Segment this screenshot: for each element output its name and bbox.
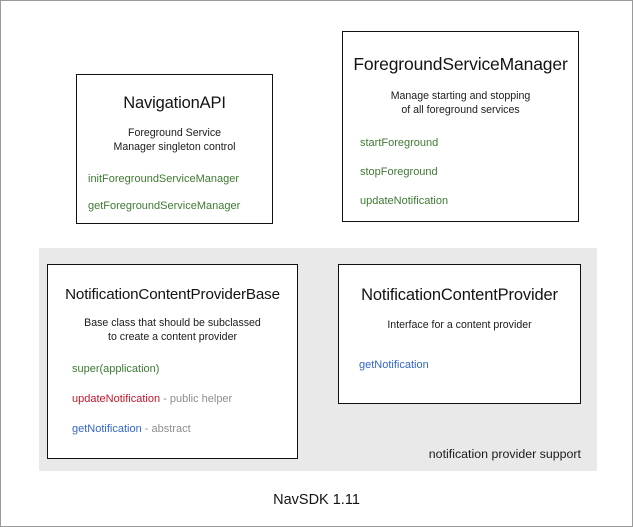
- description-line: Foreground Service: [127, 126, 222, 139]
- class-box-navigation-api[interactable]: NavigationAPI Foreground Service Manager…: [76, 74, 273, 224]
- member-suffix: - public helper: [160, 393, 233, 406]
- member-name: startForeground: [360, 137, 439, 150]
- class-box-notification-content-provider[interactable]: NotificationContentProvider Interface fo…: [338, 264, 581, 404]
- class-box-foreground-service-manager[interactable]: ForegroundServiceManager Manage starting…: [342, 31, 579, 222]
- member-row[interactable]: getForegroundServiceManager: [88, 199, 272, 212]
- member-list-notification-content-provider-base: super(application) updateNotification - …: [48, 364, 297, 435]
- class-description-notification-content-provider-base: Base class that should be subclassed to …: [48, 317, 297, 345]
- class-title-notification-content-provider: NotificationContentProvider: [361, 286, 558, 304]
- description-line: Interface for a content provider: [387, 318, 532, 331]
- member-row[interactable]: super(application): [72, 364, 297, 375]
- member-name: getNotification: [72, 423, 142, 436]
- member-row[interactable]: initForegroundServiceManager: [88, 172, 272, 185]
- class-box-notification-content-provider-base[interactable]: NotificationContentProviderBase Base cla…: [47, 264, 298, 459]
- member-row[interactable]: updateNotification: [360, 196, 578, 207]
- group-panel-caption: notification provider support: [428, 447, 581, 461]
- member-row[interactable]: updateNotification - public helper: [72, 394, 297, 405]
- diagram-footer-label: NavSDK 1.11: [273, 492, 360, 508]
- member-row[interactable]: startForeground: [360, 138, 578, 149]
- member-suffix: - abstract: [141, 423, 191, 436]
- class-title-navigation-api: NavigationAPI: [123, 94, 226, 112]
- member-name: super(application): [72, 363, 160, 376]
- member-row[interactable]: getNotification: [359, 358, 580, 371]
- member-name: initForegroundServiceManager: [88, 172, 240, 185]
- description-line: of all foreground services: [401, 104, 520, 117]
- member-name: getNotification: [359, 358, 429, 371]
- member-list-notification-content-provider: getNotification: [339, 358, 580, 371]
- class-description-navigation-api: Foreground Service Manager singleton con…: [77, 127, 272, 155]
- description-line: to create a content provider: [108, 331, 237, 344]
- description-line: Base class that should be subclassed: [84, 317, 261, 330]
- member-name: updateNotification: [360, 195, 449, 208]
- member-row[interactable]: stopForeground: [360, 167, 578, 178]
- class-description-notification-content-provider: Interface for a content provider: [339, 319, 580, 333]
- class-description-foreground-service-manager: Manage starting and stopping of all fore…: [343, 90, 578, 118]
- member-name: updateNotification: [72, 393, 161, 406]
- member-list-navigation-api: initForegroundServiceManager getForegrou…: [77, 172, 272, 212]
- class-title-foreground-service-manager: ForegroundServiceManager: [353, 54, 568, 74]
- member-name: stopForeground: [360, 166, 438, 179]
- class-title-notification-content-provider-base: NotificationContentProviderBase: [65, 286, 280, 303]
- member-list-foreground-service-manager: startForeground stopForeground updateNot…: [343, 138, 578, 207]
- description-line: Manager singleton control: [113, 140, 236, 153]
- description-line: Manage starting and stopping: [390, 90, 531, 103]
- member-row[interactable]: getNotification - abstract: [72, 424, 297, 435]
- member-name: getForegroundServiceManager: [88, 199, 241, 212]
